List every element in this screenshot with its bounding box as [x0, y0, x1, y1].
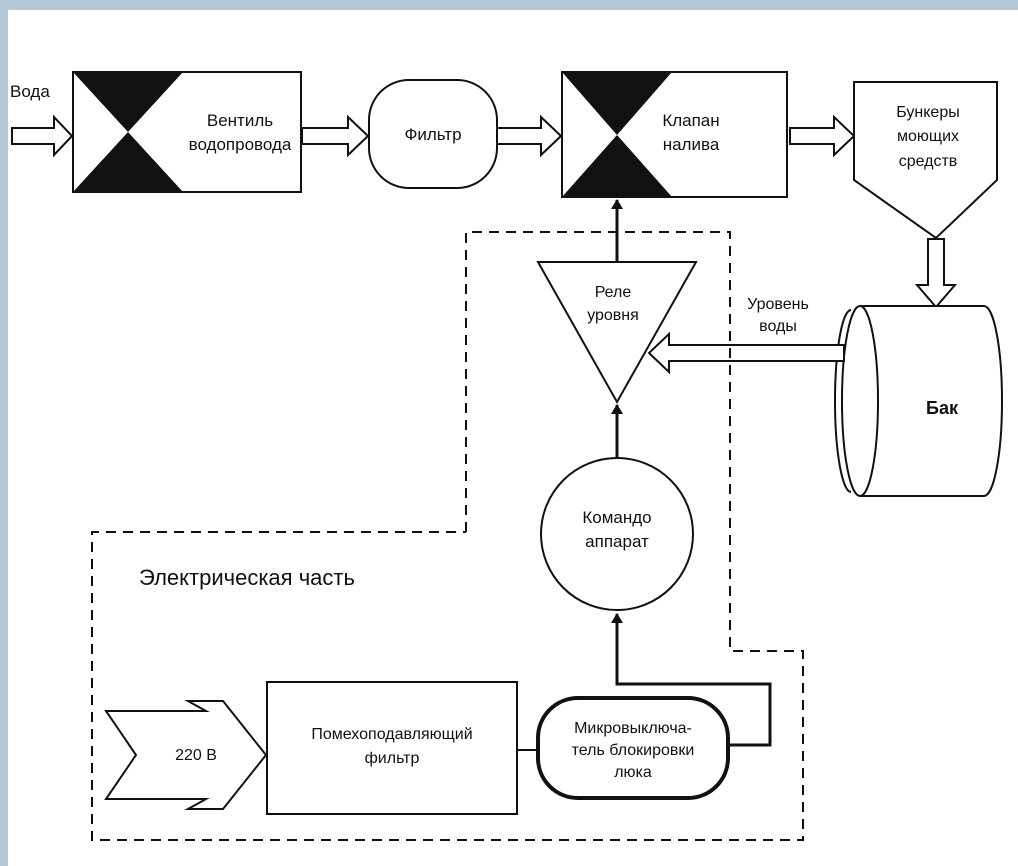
filter-to-fill-valve-arrow	[496, 114, 563, 158]
noise-filter-block: Помехоподавляющий фильтр	[266, 681, 518, 815]
hoppers-label-line2: моющих	[897, 128, 959, 145]
microswitch-label-line2: тель блокировки	[572, 742, 695, 759]
electrical-part-label: Электрическая часть	[139, 565, 355, 590]
hoppers-to-tank-arrow	[914, 238, 958, 309]
water-supply-valve-block: Вентиль водопровода	[72, 71, 302, 193]
fill-valve-label-line2: налива	[663, 135, 720, 154]
washing-machine-water-diagram: Вода Вентиль водопровода Фильтр Клапан н…	[10, 71, 1003, 841]
water-level-arrow	[647, 331, 845, 375]
hoppers-label-line3: средств	[899, 153, 958, 170]
tank-label: Бак	[926, 398, 959, 418]
water-input-label: Вода	[10, 82, 50, 101]
command-controller-block: Командо аппарат	[540, 457, 694, 611]
electrical-part-boundary	[91, 231, 804, 841]
valve-label-line1: Вентиль	[207, 111, 273, 130]
water-level-label-line1: Уровень	[747, 296, 809, 313]
fill-valve-to-hoppers-arrow	[789, 114, 856, 158]
noise-filter-label-line1: Помехоподавляющий	[311, 726, 472, 743]
power-input-block: 220 В	[104, 700, 268, 810]
level-relay-label-line2: уровня	[587, 307, 639, 324]
noise-filter-label-line2: фильтр	[365, 750, 420, 767]
level-relay-label-line1: Реле	[595, 284, 632, 301]
valve-to-filter-arrow	[301, 114, 370, 158]
water-level-label-line2: воды	[759, 318, 797, 335]
valve-label-line2: водопровода	[189, 135, 292, 154]
detergent-hoppers-block: Бункеры моющих средств	[853, 81, 998, 240]
level-relay-block: Реле уровня	[536, 261, 698, 405]
door-lock-microswitch-block: Микровыключа- тель блокировки люка	[536, 696, 730, 800]
water-input-arrow	[11, 114, 74, 158]
microswitch-label-line1: Микровыключа-	[574, 720, 692, 737]
fill-valve-block: Клапан налива	[561, 71, 788, 198]
diagram-canvas: Вода Вентиль водопровода Фильтр Клапан н…	[8, 10, 1018, 866]
filter-block: Фильтр	[368, 79, 498, 189]
power-label: 220 В	[175, 747, 217, 764]
microswitch-to-controller-line	[611, 613, 772, 747]
controller-label-line2: аппарат	[585, 532, 649, 551]
filter-label: Фильтр	[404, 125, 461, 144]
hoppers-label-line1: Бункеры	[896, 104, 959, 121]
microswitch-label-line3: люка	[614, 764, 652, 781]
controller-label-line1: Командо	[582, 508, 651, 527]
fill-valve-label-line1: Клапан	[662, 111, 719, 130]
tank-block: Бак	[834, 305, 1003, 497]
